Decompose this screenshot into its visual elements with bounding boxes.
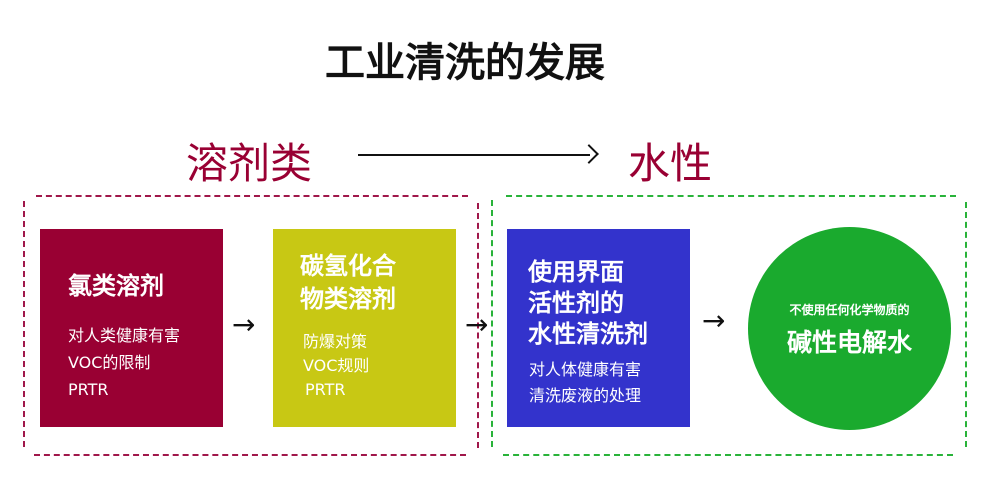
box-line: PRTR [68,380,109,399]
phase-arrow-line [358,154,590,156]
circle-subtitle: 不使用任何化学物质的 [789,303,910,317]
chlorinated-solvent-box: 氯类溶剂 对人类健康有害 VOC的限制 PRTR [40,229,223,427]
solvent-group-border-bottom [34,454,466,456]
hydrocarbon-solvent-box: 碳氢化合 物类溶剂 防爆对策 VOC规则 PRTR [273,229,456,427]
water-group-border-left [491,200,493,447]
water-group-border-bottom [503,454,953,456]
box-line: 对人类健康有害 [68,326,181,345]
box-heading: 水性清洗剂 [528,320,648,348]
box-heading: 碳氢化合 [300,252,396,280]
box-heading: 物类溶剂 [300,285,396,313]
box-heading: 使用界面 [528,258,624,286]
water-group-border-top [506,195,956,197]
arrow-right-icon: → [702,304,726,337]
solvent-group-border-right [477,203,479,448]
box-line: VOC规则 [303,356,370,375]
box-heading: 氯类溶剂 [68,272,164,300]
water-based-cleaner-box: 使用界面 活性剂的 水性清洗剂 对人体健康有害 清洗废液的处理 [507,229,690,427]
water-group-border-right [965,202,967,447]
arrow-right-icon: → [465,308,489,341]
phase-solvent-label: 溶剂类 [186,139,313,188]
circle-heading: 碱性电解水 [786,328,912,357]
phase-water-label: 水性 [628,139,713,188]
phase-arrow-head-icon [579,144,599,164]
arrow-right-icon: → [232,308,256,341]
solvent-group-border-left [23,201,25,447]
box-line: PRTR [305,380,346,399]
box-line: 清洗废液的处理 [529,386,642,405]
solvent-group-border-top [36,195,468,197]
box-heading: 活性剂的 [528,289,624,317]
page-title: 工业清洗的发展 [325,40,605,86]
box-line: 防爆对策 [303,332,368,351]
box-line: VOC的限制 [68,353,151,372]
box-line: 对人体健康有害 [529,360,642,379]
electrolyzed-water-circle: 不使用任何化学物质的 碱性电解水 [748,227,951,430]
